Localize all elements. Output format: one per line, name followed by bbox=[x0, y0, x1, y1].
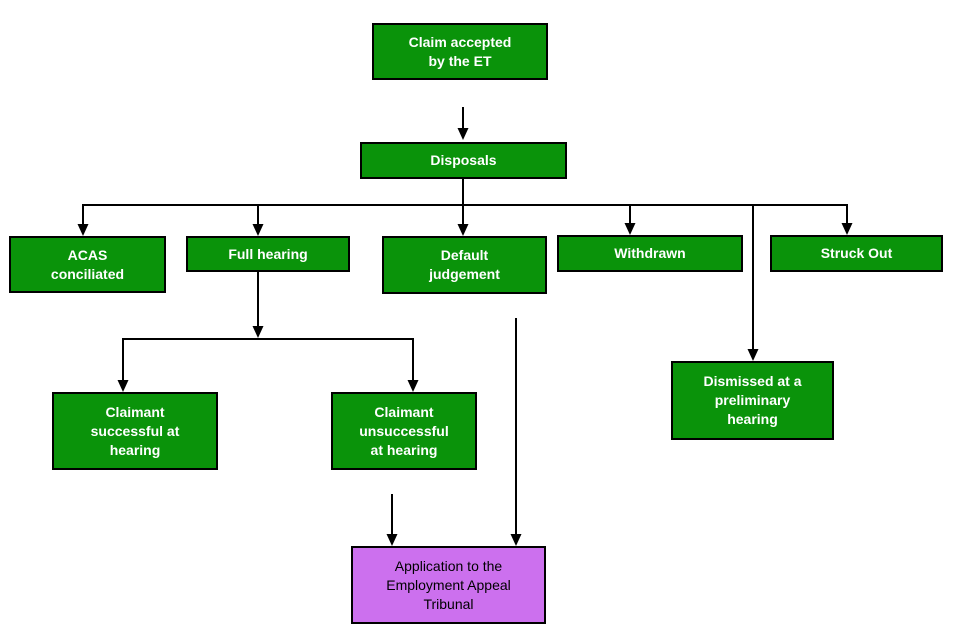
arrowhead-dismissed bbox=[747, 349, 759, 361]
node-disposals: Disposals bbox=[360, 142, 567, 179]
arrowhead-withdrawn bbox=[624, 223, 636, 235]
node-acas-conciliated: ACAS conciliated bbox=[9, 236, 166, 293]
arrowhead-acas bbox=[77, 224, 89, 236]
node-struck-out: Struck Out bbox=[770, 235, 943, 272]
arrowhead-struck-out bbox=[841, 223, 853, 235]
node-withdrawn: Withdrawn bbox=[557, 235, 743, 272]
node-claimant-unsuccessful: Claimant unsuccessful at hearing bbox=[331, 392, 477, 470]
arrowhead-split-line bbox=[252, 326, 264, 338]
arrowhead-appeal-right bbox=[510, 534, 522, 546]
arrowhead-default-judgement bbox=[457, 224, 469, 236]
node-claim-accepted: Claim accepted by the ET bbox=[372, 23, 548, 80]
node-default-judgement: Default judgement bbox=[382, 236, 547, 294]
arrowhead-unsuccessful bbox=[407, 380, 419, 392]
node-claimant-successful: Claimant successful at hearing bbox=[52, 392, 218, 470]
node-appeal-tribunal: Application to the Employment Appeal Tri… bbox=[351, 546, 546, 624]
node-dismissed-preliminary: Dismissed at a preliminary hearing bbox=[671, 361, 834, 440]
arrowhead-successful bbox=[117, 380, 129, 392]
node-full-hearing: Full hearing bbox=[186, 236, 350, 272]
arrowhead-appeal-left bbox=[386, 534, 398, 546]
arrowhead-disposals bbox=[457, 128, 469, 140]
arrowhead-full-hearing bbox=[252, 224, 264, 236]
